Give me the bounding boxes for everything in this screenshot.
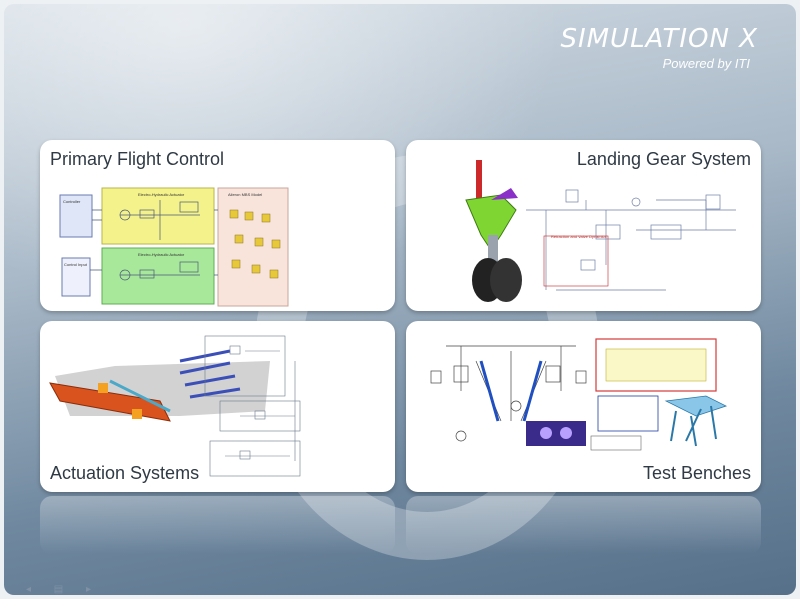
- flap-hinge-1: [98, 383, 108, 393]
- actuation-diagram: [49, 335, 301, 477]
- tile-actuation-systems[interactable]: Actuation Systems: [40, 321, 395, 492]
- retraction-label: Retraction and Valve Dynamics: [551, 234, 607, 239]
- tile-title: Test Benches: [642, 463, 751, 483]
- tile-title: Primary Flight Control: [50, 149, 225, 169]
- logo-brand: SIMULATION X: [560, 24, 758, 54]
- test-bench-legend-box: [590, 435, 642, 451]
- flap-hinge-2: [132, 409, 142, 419]
- logo-tagline: Powered by ITI: [662, 56, 750, 71]
- tile-title: Landing Gear System: [576, 149, 751, 169]
- tile-test-benches[interactable]: Test Benches: [406, 321, 761, 492]
- retraction-control-box: [543, 235, 609, 287]
- slide-nav-icons[interactable]: ◂ ▤ ▸: [26, 584, 101, 595]
- test-bench-sphere-2: [560, 427, 572, 439]
- tile-primary-flight-control[interactable]: Primary Flight Control Controller Contro…: [40, 140, 395, 311]
- eha-green-block: [101, 247, 215, 305]
- mbs-components: [229, 209, 281, 279]
- simulationx-logo: SIMULATION X Powered by ITI: [560, 24, 758, 71]
- control-input-block: [61, 257, 91, 297]
- tile-landing-gear-system[interactable]: Landing Gear System Retraction and Valve…: [406, 140, 761, 311]
- eha-2-label: Electro-Hydraulic Actuator: [138, 252, 185, 257]
- slide-background: SIMULATION X Powered by ITI Primary Flig…: [4, 4, 796, 595]
- eha-yellow-block: [101, 187, 215, 245]
- test-bench-yellow-panel: [605, 348, 707, 382]
- test-bench-3d-view: [526, 421, 586, 446]
- gear-wheel-right: [490, 258, 522, 302]
- actuator-rod: [109, 379, 171, 413]
- test-bench-struts: [479, 360, 543, 422]
- gear-strut-top: [476, 160, 482, 200]
- hexapod-legs: [670, 405, 717, 447]
- actuation-schematic: [204, 335, 301, 477]
- test-bench-sphere-1: [540, 427, 552, 439]
- eha-wiring: [90, 200, 218, 281]
- reflection-left: [40, 496, 395, 554]
- reflection-right: [406, 496, 761, 554]
- slide-nav-glyphs[interactable]: ◂ ▤ ▸: [26, 584, 102, 595]
- flight-control-diagram: Controller Control Input Electro-Hydraul…: [59, 187, 289, 307]
- mbs-label: Aileron MBS Model: [228, 192, 262, 197]
- control-input-label: Control Input: [64, 262, 88, 267]
- gear-actuator: [491, 188, 518, 200]
- controller-label: Controller: [63, 199, 81, 204]
- eha-1-label: Electro-Hydraulic Actuator: [138, 192, 185, 197]
- landing-gear-diagram: Retraction and Valve Dynamics: [465, 160, 736, 302]
- tile-title: Actuation Systems: [50, 463, 200, 483]
- test-bench-blue-box: [597, 395, 659, 432]
- gear-schematic-lines: [526, 189, 736, 291]
- controller-block: [59, 194, 93, 238]
- gear-shock-absorber: [488, 235, 498, 275]
- test-bench-diagram: [430, 338, 728, 451]
